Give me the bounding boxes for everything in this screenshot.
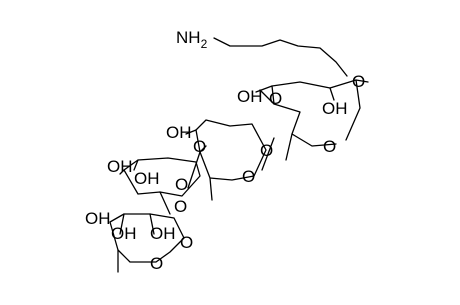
ring1-hydroxyl-bond <box>329 87 335 101</box>
ring3-hydroxyl-1: OH <box>107 157 133 176</box>
ring3-bridge-oxygen: O <box>175 175 188 194</box>
ring4-hydroxyl-1: OH <box>85 209 111 228</box>
ring1-bridge-oxygen: O <box>269 89 282 108</box>
ring2-ring-oxygen-bond <box>199 145 207 153</box>
ring1-hydroxyl-left: OH <box>237 87 263 106</box>
ring3-hydroxyl-bond-2 <box>119 169 125 175</box>
amine-label: NH2 <box>176 28 208 51</box>
ring1-methyl-bond <box>285 133 293 161</box>
ring1-anomeric-bond <box>355 79 369 83</box>
ring2-bonds <box>195 119 267 181</box>
ring3-hydroxyl-2: OH <box>134 169 160 188</box>
ring2-glycosidic-oxygen: O <box>260 141 273 160</box>
ring1-hydroxyl-bond-2 <box>255 85 273 93</box>
ring4-ring-oxygen: O <box>150 254 163 273</box>
ring3-glycosidic-bond <box>159 191 171 215</box>
ring1-bonds <box>259 89 337 147</box>
ring1-glycosidic-bond <box>261 137 275 171</box>
ring4-hydroxyl-2: OH <box>111 224 137 243</box>
ring4-bonds <box>109 213 185 263</box>
bond-network <box>109 37 369 273</box>
ring1-ring-oxygen: O <box>323 137 336 156</box>
ring2-bridge-oxygen: O <box>193 137 206 156</box>
atom-labels: NH2 O OH O OH O OH O O O OH OH O O OH OH… <box>85 28 365 273</box>
ring1-hydroxyl-right: OH <box>322 99 348 118</box>
ring2-hydroxyl: OH <box>166 123 192 142</box>
ring3-bonds <box>123 157 201 197</box>
ring3-glycosidic-oxygen: O <box>174 197 187 216</box>
ring4-hydroxyl-3: OH <box>150 224 176 243</box>
ring3-hydroxyl-bond-1 <box>133 159 139 171</box>
ring2-hydroxyl-bond <box>185 129 197 135</box>
ring2-ring-oxygen: O <box>242 167 255 186</box>
ring4-hydroxyl-bond-2 <box>149 213 155 235</box>
ring2-glycosidic-bond <box>187 151 201 189</box>
ring4-glycosidic-oxygen: O <box>180 233 193 252</box>
ring1-anomeric-oxygen: O <box>352 72 365 91</box>
ring2-methyl-bond <box>209 177 213 201</box>
ring4-hydroxyl-bond-1 <box>119 213 125 235</box>
hexyl-chain-bonds <box>213 37 348 77</box>
